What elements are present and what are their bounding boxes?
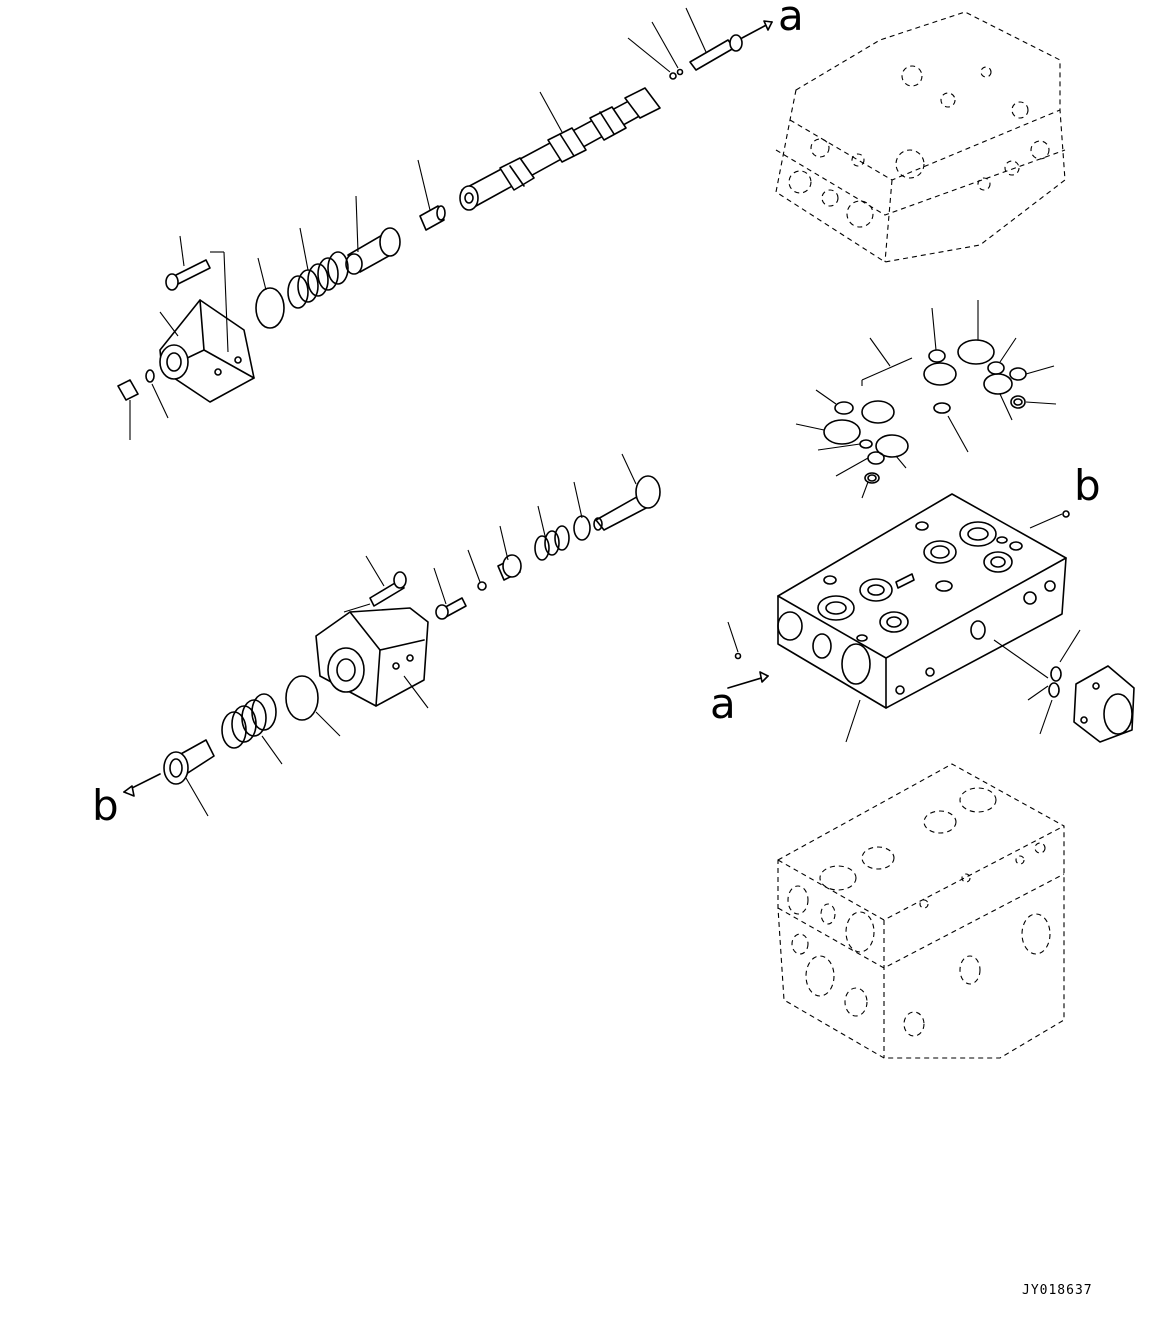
o-ring-lower-b	[285, 675, 319, 721]
cover-upper	[159, 299, 255, 403]
o-ring-lower-a	[573, 515, 591, 541]
spring-upper	[287, 251, 349, 309]
end-cap-right	[993, 629, 1135, 743]
bolt-lower-a	[369, 571, 407, 607]
cap-screw-lower	[593, 475, 661, 531]
ref-letter-b-top: b	[1074, 461, 1101, 510]
seal-kit-cluster	[795, 300, 1057, 499]
nut-lower	[497, 554, 522, 581]
retainer-lower	[123, 739, 215, 797]
valve-block-bottom-dashed	[777, 763, 1065, 1059]
cover-lower	[315, 607, 429, 707]
rod	[669, 20, 773, 80]
o-ring-upper	[255, 287, 285, 329]
upper-spool-assembly	[117, 20, 773, 403]
leader-lines-upper	[129, 7, 707, 440]
drawing-code: JY018637	[1022, 1283, 1093, 1298]
valve-block-main	[727, 493, 1070, 743]
ref-letter-a-bottom: a	[710, 679, 736, 728]
bolt-upper	[165, 259, 211, 291]
spring-lower-large	[221, 693, 277, 749]
ref-letter-b-bottom: b	[92, 781, 119, 830]
retainer-sleeve	[345, 227, 401, 275]
valve-block-top-dashed	[775, 11, 1066, 263]
lower-spool-assembly	[123, 475, 661, 797]
ref-letter-a-top: a	[778, 0, 804, 40]
leader-lines-lower	[185, 453, 637, 817]
spool	[459, 87, 661, 211]
bolt-lower-b	[435, 597, 467, 620]
spring-lower-small	[534, 525, 570, 561]
washer-lower	[477, 581, 487, 591]
plug-upper	[117, 369, 155, 401]
pin	[419, 205, 446, 231]
